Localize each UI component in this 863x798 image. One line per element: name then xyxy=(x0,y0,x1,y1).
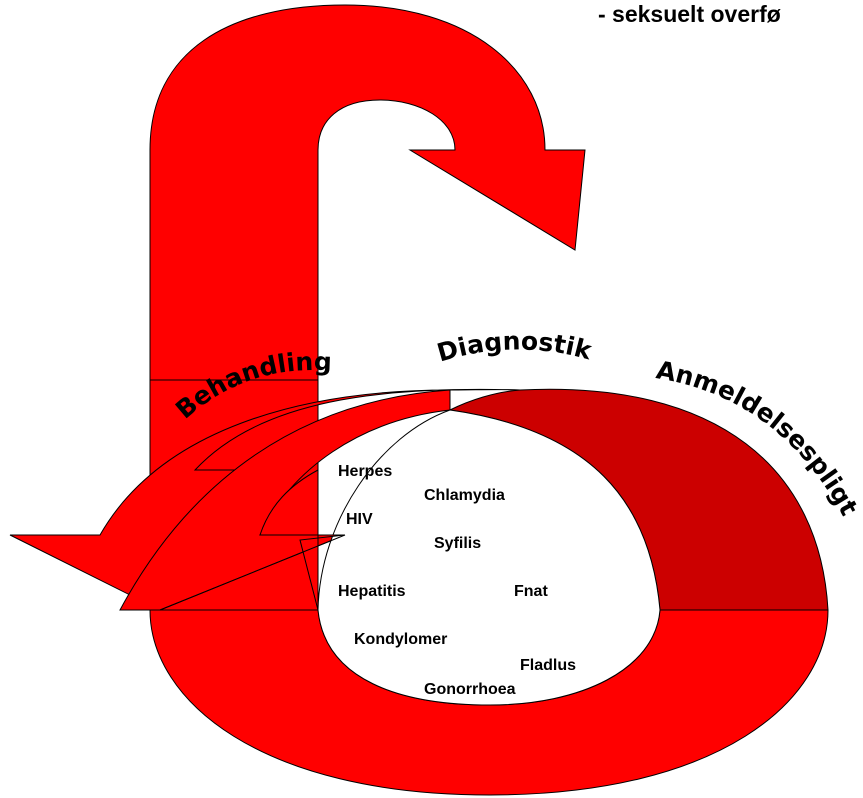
arrow-tip-seam xyxy=(159,534,346,611)
disease-fnat: Fnat xyxy=(514,583,548,600)
disease-fladlus: Fladlus xyxy=(520,657,576,674)
disease-chlamydia: Chlamydia xyxy=(424,487,505,504)
behandling-arrow-inner xyxy=(119,389,451,611)
page-heading: - seksuelt overfø xyxy=(598,1,781,27)
disease-syfilis: Syfilis xyxy=(434,535,481,552)
disease-hiv: HIV xyxy=(346,511,373,528)
behandling-arrow xyxy=(9,388,521,611)
disease-hepatitis: Hepatitis xyxy=(338,583,406,600)
disease-gonorrhoea: Gonorrhoea xyxy=(424,681,516,698)
inner-oval xyxy=(317,409,661,706)
inner-arrow-notch xyxy=(259,469,346,611)
disease-kondylomer: Kondylomer xyxy=(354,631,447,648)
top-hook-arrow xyxy=(149,4,586,381)
disease-herpes: Herpes xyxy=(338,463,392,480)
label-diagnostik: Diagnostik xyxy=(434,326,596,367)
